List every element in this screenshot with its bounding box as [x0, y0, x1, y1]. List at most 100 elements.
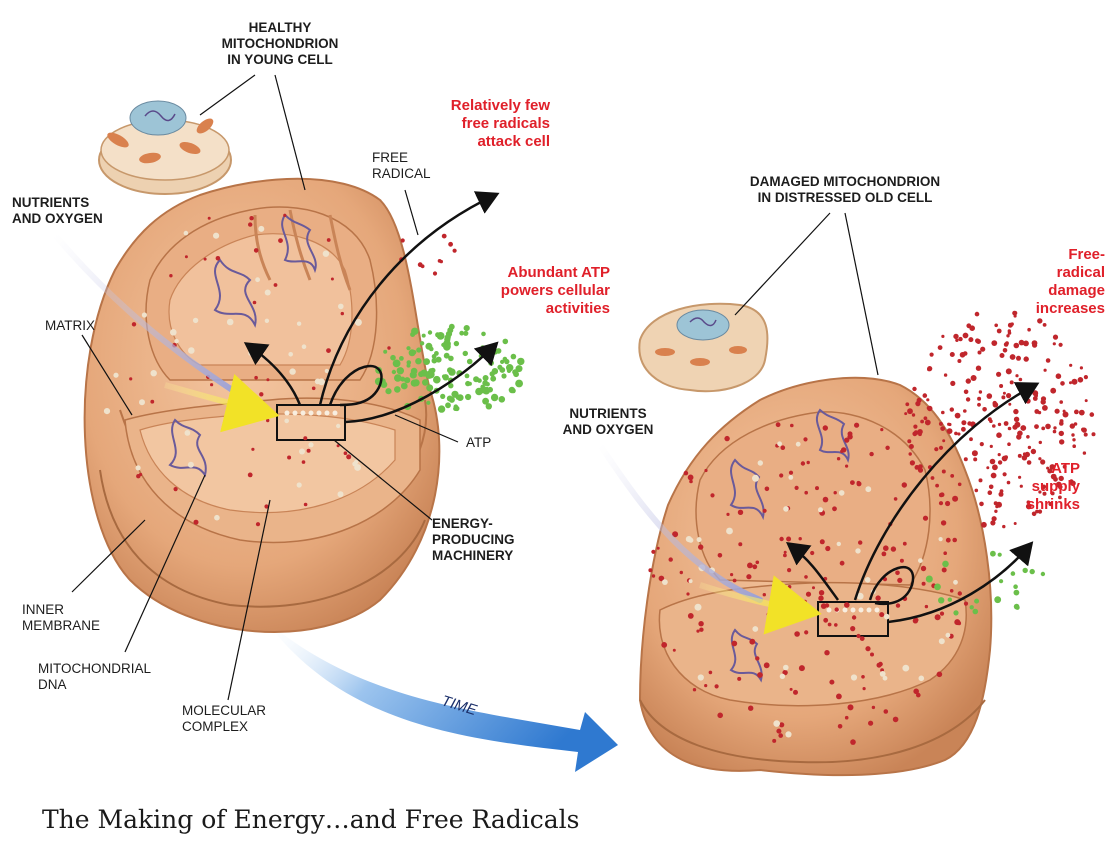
free-radical-particle	[312, 387, 316, 391]
atp-particle	[488, 360, 494, 366]
atp-particle	[513, 371, 519, 377]
free-radical-particle	[801, 461, 805, 465]
free-radical-particle	[950, 381, 955, 386]
free-radical-particle	[940, 612, 944, 616]
atp-particle	[503, 339, 509, 345]
free-radical-particle	[1037, 318, 1042, 323]
free-radical-particle	[958, 337, 962, 341]
atp-particle	[407, 364, 411, 368]
free-radical-particle	[835, 607, 839, 611]
free-radical-particle	[828, 623, 832, 627]
vesicle-particle	[726, 528, 733, 535]
atp-particle	[406, 346, 410, 350]
free-radical-particle	[253, 301, 257, 305]
free-radical-particle	[1053, 342, 1056, 345]
vesicle-particle	[227, 319, 234, 326]
free-radical-particle	[673, 649, 676, 652]
free-radical-particle	[442, 234, 447, 239]
free-radical-particle	[914, 618, 918, 622]
atp-particle	[503, 357, 508, 362]
free-radical-particle	[992, 424, 996, 428]
free-radical-particle	[955, 339, 958, 342]
free-radical-particle	[1072, 444, 1076, 448]
free-radical-particle	[860, 636, 865, 641]
free-radical-particle	[1071, 433, 1074, 436]
free-radical-particle	[982, 407, 987, 412]
free-radical-particle	[718, 553, 723, 558]
free-radical-particle	[900, 559, 904, 563]
free-radical-particle	[699, 628, 703, 632]
free-radical-particle	[749, 639, 755, 645]
free-radical-particle	[955, 413, 961, 419]
free-radical-particle	[926, 398, 929, 401]
vesicle-particle	[902, 665, 909, 672]
free-radical-particle	[704, 684, 707, 687]
free-radical-particle	[1063, 410, 1066, 413]
atp-particle	[423, 358, 430, 365]
free-radical-particle	[1042, 405, 1048, 411]
free-radical-particle	[748, 706, 753, 711]
atp-particle	[416, 347, 421, 352]
free-radical-particle	[966, 397, 970, 401]
atp-particle	[499, 367, 505, 373]
free-radical-particle	[652, 574, 655, 577]
vesicle-particle	[883, 676, 888, 681]
free-radical-particle	[895, 571, 900, 576]
free-radical-particle	[979, 502, 984, 507]
free-radical-particle	[958, 483, 962, 487]
free-radical-particle	[852, 615, 856, 619]
free-radical-particle	[1072, 438, 1075, 441]
free-radical-particle	[872, 706, 875, 709]
free-radical-particle	[868, 721, 873, 726]
atp-particle	[475, 388, 483, 396]
atp-particle	[511, 354, 517, 360]
atp-particle	[999, 579, 1003, 583]
atp-particle	[516, 365, 523, 372]
free-radical-particle	[942, 470, 946, 474]
free-radical-particle	[844, 602, 850, 608]
free-radical-particle	[788, 585, 792, 589]
vesicle-particle	[265, 319, 269, 323]
atp-particle	[1041, 572, 1045, 576]
free-radical-particle	[812, 586, 815, 589]
free-radical-particle	[776, 729, 781, 734]
free-radical-particle	[815, 486, 819, 490]
vesicle-particle	[174, 339, 178, 343]
figure-caption: The Making of Energy…and Free Radicals	[42, 805, 580, 834]
atp-particle	[517, 358, 524, 365]
free-radical-particle	[704, 469, 707, 472]
vesicle-particle	[184, 231, 189, 236]
free-radical-particle	[1090, 412, 1095, 417]
free-radical-particle	[944, 373, 947, 376]
free-radical-particle	[991, 340, 997, 346]
free-radical-particle	[840, 450, 843, 453]
atp-particle	[456, 396, 460, 400]
free-radical-particle	[856, 634, 860, 638]
free-radical-particle	[875, 595, 880, 600]
free-radical-particle	[418, 262, 423, 267]
free-radical-particle	[1039, 441, 1042, 444]
atp-particle	[486, 382, 490, 386]
label-nutrients-oxygen-right: NUTRIENTS AND OXYGEN	[553, 406, 663, 438]
vesicle-particle	[697, 537, 702, 542]
free-radical-particle	[977, 397, 981, 401]
free-radical-particle	[820, 539, 825, 544]
free-radical-particle	[216, 256, 221, 261]
vesicle-particle	[354, 464, 361, 471]
free-radical-particle	[976, 366, 981, 371]
free-radical-particle	[978, 351, 982, 355]
free-radical-particle	[850, 480, 855, 485]
atp-particle	[487, 387, 493, 393]
free-radical-particle	[772, 739, 776, 743]
free-radical-particle	[879, 612, 884, 617]
vesicle-particle	[785, 731, 791, 737]
free-radical-particle	[981, 522, 987, 528]
free-radical-particle	[854, 423, 859, 428]
atp-particle	[438, 405, 445, 412]
free-radical-particle	[266, 378, 269, 381]
free-radical-particle	[836, 694, 842, 700]
free-radical-particle	[763, 593, 766, 596]
free-radical-particle	[1053, 430, 1057, 434]
free-radical-particle	[915, 401, 920, 406]
free-radical-particle	[1014, 417, 1019, 422]
